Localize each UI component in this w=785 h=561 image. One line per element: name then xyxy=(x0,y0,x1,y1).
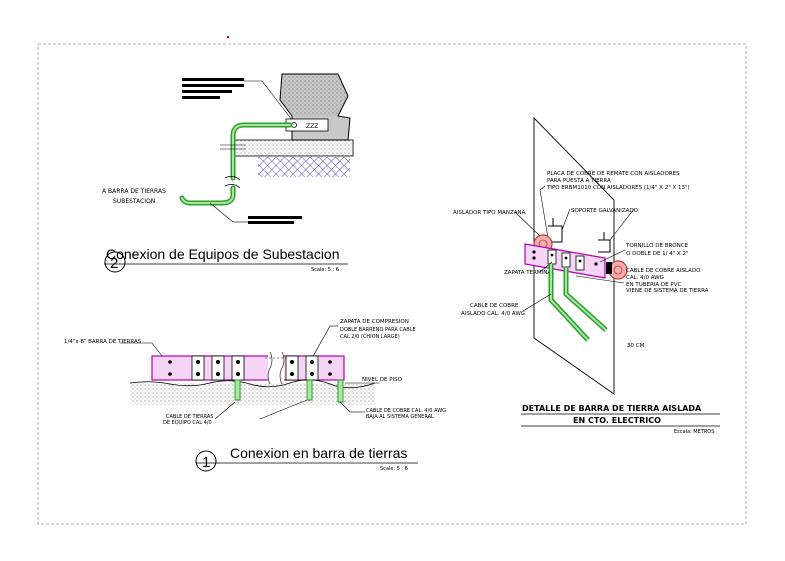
detail-1-scale: Scale: 5 : 6 xyxy=(380,466,408,472)
label-support: SOPORTE GALVANIZADO xyxy=(571,208,639,214)
detail-1-title: Conexion en barra de tierras xyxy=(230,445,407,461)
label-cable-b1: CABLE DE COBRE CAL. 4/0 AWG xyxy=(366,408,446,414)
compression-lug xyxy=(231,355,245,381)
detail-3-title-2: EN CTO. ELECTRICO xyxy=(573,416,661,425)
redacted-label-block xyxy=(248,216,302,219)
label-bolt-1: TORNILLO DE BRONCE xyxy=(625,243,689,249)
detail-3-scale: Escala: METROS xyxy=(674,429,714,435)
insulated-cable xyxy=(548,264,590,342)
ground-cable xyxy=(234,379,241,401)
label-insulated-1: CABLE DE COBRE AISLADO xyxy=(626,268,701,274)
floor-slab xyxy=(232,139,354,157)
compression-lug xyxy=(191,355,205,381)
detail-2-scale: Scale: 5 : 6 xyxy=(311,267,339,273)
redacted-label-block xyxy=(248,221,294,224)
label-height: 30 CM xyxy=(627,343,645,349)
label-bus: A BARRA DE TIERRAS xyxy=(102,188,166,195)
label-bus-2: SUBESTACION xyxy=(113,198,155,205)
detail-3-title-1: DETALLE DE BARRA DE TIERRA AISLADA xyxy=(522,404,702,413)
redacted-label-block xyxy=(182,96,220,99)
label-plate-2: PARA PUESTA A TIERRA xyxy=(547,178,611,184)
ground-cable xyxy=(306,379,313,401)
label-floor: NIVEL DE PISO xyxy=(362,377,403,383)
detail-2-title: Conexion de Equipos de Subestacion xyxy=(106,246,340,262)
galvanized-support xyxy=(548,218,563,243)
label-bolt-2: O DOBLE DE 1/ 4" X 2" xyxy=(626,251,689,257)
compression-lug xyxy=(305,355,319,381)
redacted-label-block xyxy=(182,78,244,81)
svg-text:ZZZ: ZZZ xyxy=(306,123,318,130)
detail-number: 2 xyxy=(110,255,118,272)
detail-3-isolated-bus-bar: PLACA DE COBRE DE REMATE CON AISLADORES … xyxy=(453,116,720,435)
galvanized-support xyxy=(598,232,611,253)
red-marker xyxy=(227,36,229,38)
label-lug-2: DOBLE BARRENO PARA CABLE xyxy=(340,327,416,333)
label-lug-3: CAL 2/0 (CHION LARGE) xyxy=(340,334,400,340)
label-cable-a2: DE EQUIPO CAL 4/0 xyxy=(163,420,212,426)
redacted-label-block xyxy=(182,84,244,87)
label-copper-1: CABLE DE COBRE xyxy=(470,303,519,309)
label-insulated-2: CAL. 4/0 AWG xyxy=(626,275,664,281)
label-bar: 1/4"x 8" BARRA DE TIERRAS xyxy=(64,339,142,345)
label-lug-1: ZAPATA DE COMPRESION xyxy=(340,319,409,325)
compression-lug xyxy=(285,355,299,381)
detail-1-bus-bar-connection: 1/4"x 8" BARRA DE TIERRAS ZAPATA DE COMP… xyxy=(64,319,446,472)
label-copper-2: AISLADO CAL. 4/0 AWG xyxy=(461,311,525,317)
ground-cable xyxy=(337,379,344,403)
label-cable-a1: CABLE DE TIERRAS xyxy=(166,414,214,420)
sheet-border xyxy=(37,43,747,525)
label-plate-3: TIPO ERBM1010 CON AISLADORES (1/4" X 2" … xyxy=(546,185,690,191)
label-plate-1: PLACA DE COBRE DE REMATE CON AISLADORES xyxy=(547,171,680,177)
detail-number-circle xyxy=(195,450,217,472)
label-lug: ZAPATA TERMINAL xyxy=(504,270,555,276)
compression-lug xyxy=(211,355,225,381)
detail-number-circle xyxy=(104,251,126,273)
label-insulated-4: VIENE DE SISTEMA DE TIERRA xyxy=(626,288,709,294)
detail-2-equipment-connection: ZZZ A BARRA DE TIERRAS SUBESTACION 2 Con… xyxy=(102,73,354,273)
label-cable-b2: BAJA AL SISTEMA GENERAL xyxy=(366,414,434,420)
detail-number: 1 xyxy=(202,454,210,471)
floor-level xyxy=(130,383,375,405)
label-insulator: AISLADOR TIPO MANZANA xyxy=(453,210,526,216)
label-insulated-3: EN TUBERIA DE PVC xyxy=(626,282,681,288)
redacted-label-block xyxy=(182,90,232,93)
